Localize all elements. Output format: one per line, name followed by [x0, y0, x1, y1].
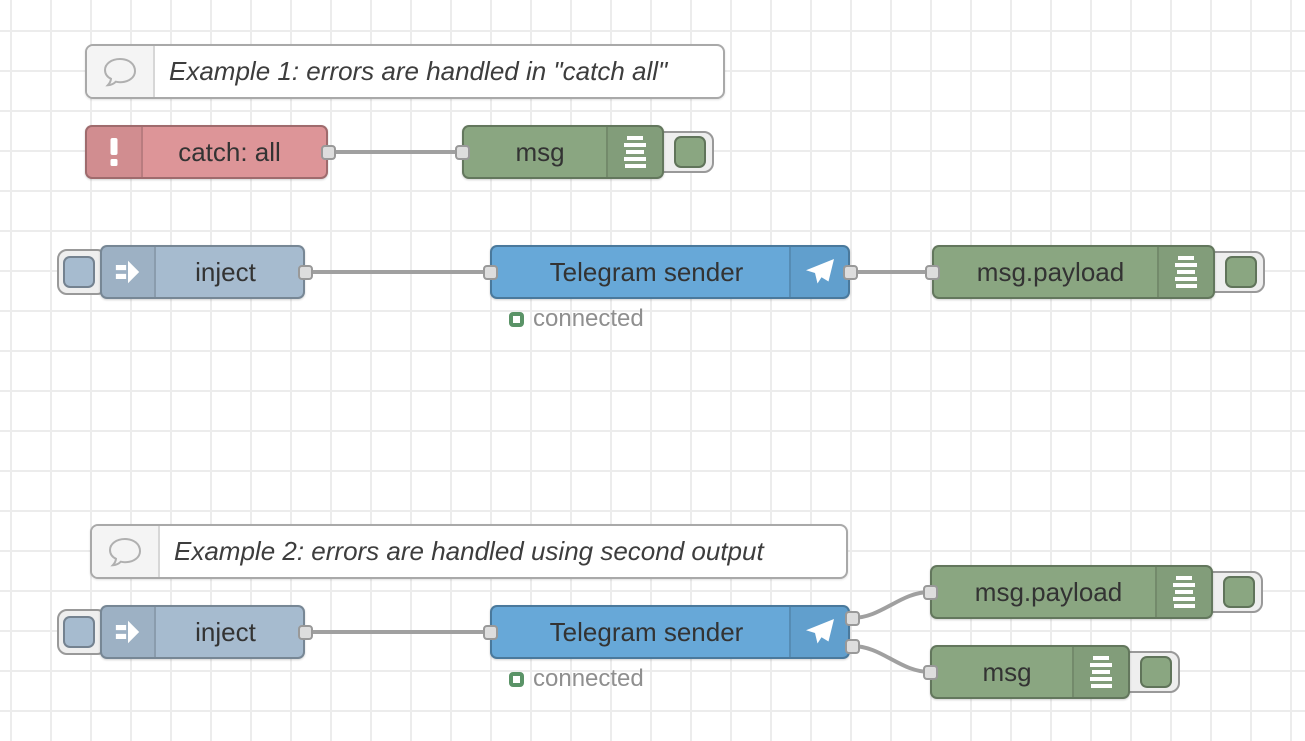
- comment-node-example2[interactable]: Example 2: errors are handled using seco…: [90, 524, 848, 579]
- input-port[interactable]: [922, 664, 938, 680]
- debug-node-msg[interactable]: msg: [462, 125, 664, 179]
- debug-lines-icon: [1157, 247, 1213, 297]
- debug-toggle-inner: [1223, 576, 1255, 608]
- input-port[interactable]: [482, 264, 498, 280]
- input-port[interactable]: [924, 264, 940, 280]
- node-label: msg.payload: [974, 576, 1123, 607]
- node-label: msg: [515, 136, 565, 167]
- debug-toggle-inner: [674, 136, 706, 168]
- telegram-sender-node-2[interactable]: Telegram sender: [490, 605, 850, 659]
- node-label: msg: [982, 656, 1032, 687]
- output-port[interactable]: [320, 144, 336, 160]
- exclamation-icon: [87, 127, 143, 177]
- output-port[interactable]: [297, 624, 313, 640]
- status-text: connected: [533, 665, 644, 692]
- node-label: msg.payload: [976, 256, 1125, 287]
- input-port[interactable]: [482, 624, 498, 640]
- node-label: Telegram sender: [549, 616, 744, 647]
- debug-toggle-inner: [1225, 256, 1257, 288]
- inject-node[interactable]: inject: [100, 245, 305, 299]
- debug-node-msg-payload-2[interactable]: msg.payload: [930, 565, 1213, 619]
- output-port[interactable]: [297, 264, 313, 280]
- wire[interactable]: [850, 590, 932, 620]
- status-dot-icon: [509, 311, 524, 327]
- node-label: inject: [195, 256, 256, 287]
- status-text: connected: [533, 305, 644, 332]
- node-label: catch: all: [178, 136, 281, 167]
- status-dot-icon: [509, 671, 524, 687]
- output-port-1[interactable]: [844, 610, 860, 626]
- input-port[interactable]: [922, 584, 938, 600]
- telegram-sender-node[interactable]: Telegram sender: [490, 245, 850, 299]
- output-port-2[interactable]: [844, 638, 860, 654]
- debug-node-msg-2[interactable]: msg: [930, 645, 1130, 699]
- paper-plane-icon: [789, 607, 848, 657]
- node-label: Telegram sender: [549, 256, 744, 287]
- debug-lines-icon: [606, 127, 662, 177]
- arrow-icon: [102, 607, 156, 657]
- inject-button-inner: [63, 256, 95, 288]
- status-indicator: connected: [509, 665, 644, 693]
- input-port[interactable]: [454, 144, 470, 160]
- inject-button[interactable]: [57, 609, 107, 655]
- inject-node[interactable]: inject: [100, 605, 305, 659]
- paper-plane-icon: [789, 247, 848, 297]
- debug-lines-icon: [1072, 647, 1128, 697]
- comment-text: Example 1: errors are handled in "catch …: [169, 56, 668, 86]
- debug-lines-icon: [1155, 567, 1211, 617]
- inject-button-inner: [63, 616, 95, 648]
- wire[interactable]: [850, 644, 932, 674]
- catch-node[interactable]: catch: all: [85, 125, 328, 179]
- output-port[interactable]: [842, 264, 858, 280]
- node-label: inject: [195, 616, 256, 647]
- debug-toggle-inner: [1140, 656, 1172, 688]
- speech-bubble-icon: [87, 46, 155, 97]
- comment-node-example1[interactable]: Example 1: errors are handled in "catch …: [85, 44, 725, 99]
- status-indicator: connected: [509, 305, 644, 333]
- arrow-icon: [102, 247, 156, 297]
- comment-text: Example 2: errors are handled using seco…: [174, 536, 764, 566]
- debug-node-msg-payload[interactable]: msg.payload: [932, 245, 1215, 299]
- speech-bubble-icon: [92, 526, 160, 577]
